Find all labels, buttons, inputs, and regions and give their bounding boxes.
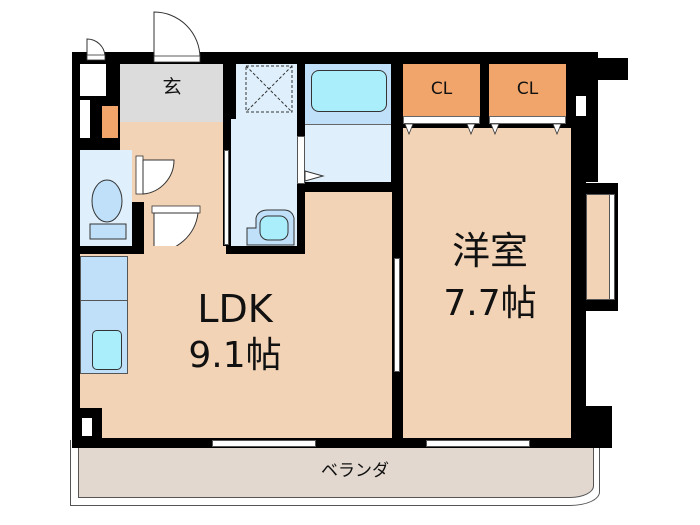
- western-room-size: 7.7帖: [443, 283, 537, 324]
- western-room-window[interactable]: [426, 440, 530, 447]
- ldk-western-sliding-door[interactable]: [394, 258, 400, 372]
- left-pipe: [80, 100, 90, 136]
- wash-basin-icon: [246, 209, 295, 246]
- exterior-wall-corner-bottom: [570, 406, 612, 448]
- closet-2-doors[interactable]: [489, 116, 566, 124]
- western-room-lower: [403, 380, 569, 438]
- ldk-room-hall: [144, 246, 226, 256]
- closet-1-doors[interactable]: [403, 116, 480, 124]
- closet-2-label: CL: [516, 79, 539, 99]
- toilet-door-icon: [135, 155, 175, 195]
- washing-machine-space-icon: [245, 65, 293, 113]
- closet-door-markers-icon: [404, 123, 562, 136]
- closet-1-label: CL: [430, 79, 453, 99]
- entrance-label: 玄: [162, 76, 182, 98]
- right-pipe: [576, 96, 586, 116]
- ldk-room: [80, 254, 392, 438]
- exterior-wall-right-upper: [576, 52, 598, 182]
- ldk-pipe: [82, 418, 92, 436]
- ldk-size: 9.1帖: [188, 335, 282, 376]
- ldk-window[interactable]: [212, 440, 316, 447]
- washroom-sliding-door[interactable]: [224, 150, 229, 245]
- bathroom-door[interactable]: [297, 136, 305, 184]
- bay-window[interactable]: [609, 194, 615, 300]
- kitchen-counter-divider: [80, 300, 128, 301]
- balcony: [78, 440, 594, 498]
- bathroom-lower: [305, 124, 391, 182]
- entrance-door-icon: [153, 11, 201, 63]
- ldk-name: LDK: [197, 287, 273, 331]
- ldk-room-upper: [305, 192, 392, 254]
- western-room-name: 洋室: [451, 229, 528, 273]
- balcony-label: ベランダ: [321, 461, 389, 481]
- bathtub: [311, 70, 387, 112]
- shoe-cabinet: [102, 106, 118, 138]
- kitchen-sink: [92, 330, 122, 370]
- closet-2: [489, 64, 566, 116]
- closet-1: [403, 64, 480, 116]
- ldk-door-icon: [151, 205, 201, 253]
- toilet-icon: [89, 179, 127, 240]
- washroom-partition: [226, 64, 236, 119]
- meter-box: [80, 64, 106, 96]
- meter-door-icon: [86, 38, 106, 61]
- entrance: [120, 64, 223, 122]
- bathroom-door-arrow-icon: [304, 170, 325, 182]
- bay-window-sill: [586, 194, 610, 300]
